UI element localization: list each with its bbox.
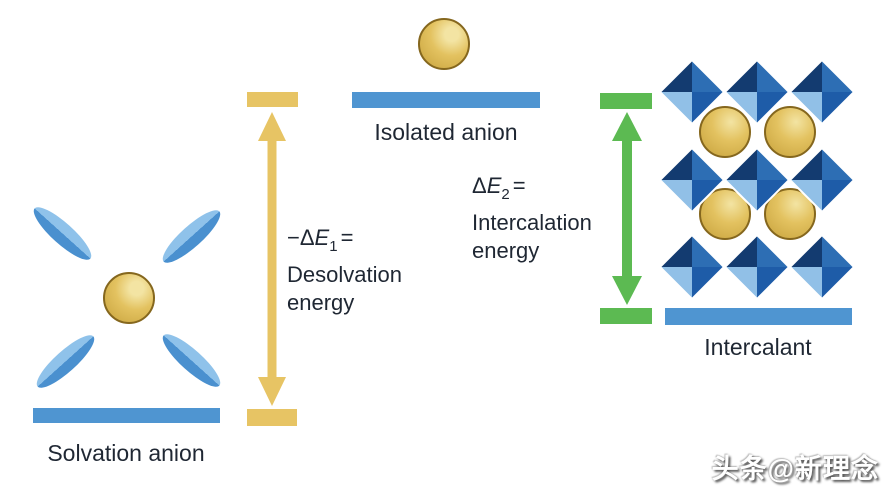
solvent-ellipse-bottom-right (156, 327, 227, 394)
watermark: 头条@新理念 (711, 454, 879, 484)
intercalated-anion-sphere (764, 106, 816, 158)
octahedron (659, 234, 725, 300)
solvated-anion-sphere (103, 272, 155, 324)
intercalation-label-line2: Intercalation (472, 210, 592, 235)
intercalation-top-tick (600, 93, 652, 109)
desolvation-top-tick (247, 92, 298, 107)
intercalation-label-line3: energy (472, 238, 540, 263)
desolvation-label-line3: energy (287, 290, 355, 315)
intercalated-anion-sphere (699, 106, 751, 158)
desolvation-label-line2: Desolvation (287, 262, 402, 287)
intercalation-bottom-tick (600, 308, 652, 324)
desolvation-bottom-tick (247, 409, 297, 426)
octahedron (724, 234, 790, 300)
isolated-anion-sphere (418, 18, 470, 70)
intercalated-anion-sphere (764, 188, 816, 240)
isolated-level-bar (352, 92, 540, 108)
intercalant-level-bar (665, 308, 852, 325)
intercalant-crystal-lattice (659, 59, 855, 300)
solvent-ellipse-top-left (27, 200, 98, 267)
isolated-anion-label: Isolated anion (374, 119, 518, 145)
desolvation-energy-label: −ΔE1= Desolvation energy (287, 224, 447, 317)
solvent-ellipse-bottom-left (30, 328, 101, 395)
intercalation-formula: ΔE2= (472, 173, 526, 203)
intercalation-energy-label: ΔE2= Intercalation energy (472, 172, 632, 265)
intercalant-label: Intercalant (704, 334, 812, 360)
solvent-ellipse-top-right (156, 203, 227, 270)
intercalation-arrow (612, 112, 642, 305)
octahedron (789, 234, 855, 300)
solvation-anion-label: Solvation anion (47, 440, 205, 466)
intercalated-anion-sphere (699, 188, 751, 240)
desolvation-arrow (258, 112, 286, 406)
solvation-level-bar (33, 408, 220, 423)
desolvation-formula: −ΔE1= (287, 225, 354, 255)
